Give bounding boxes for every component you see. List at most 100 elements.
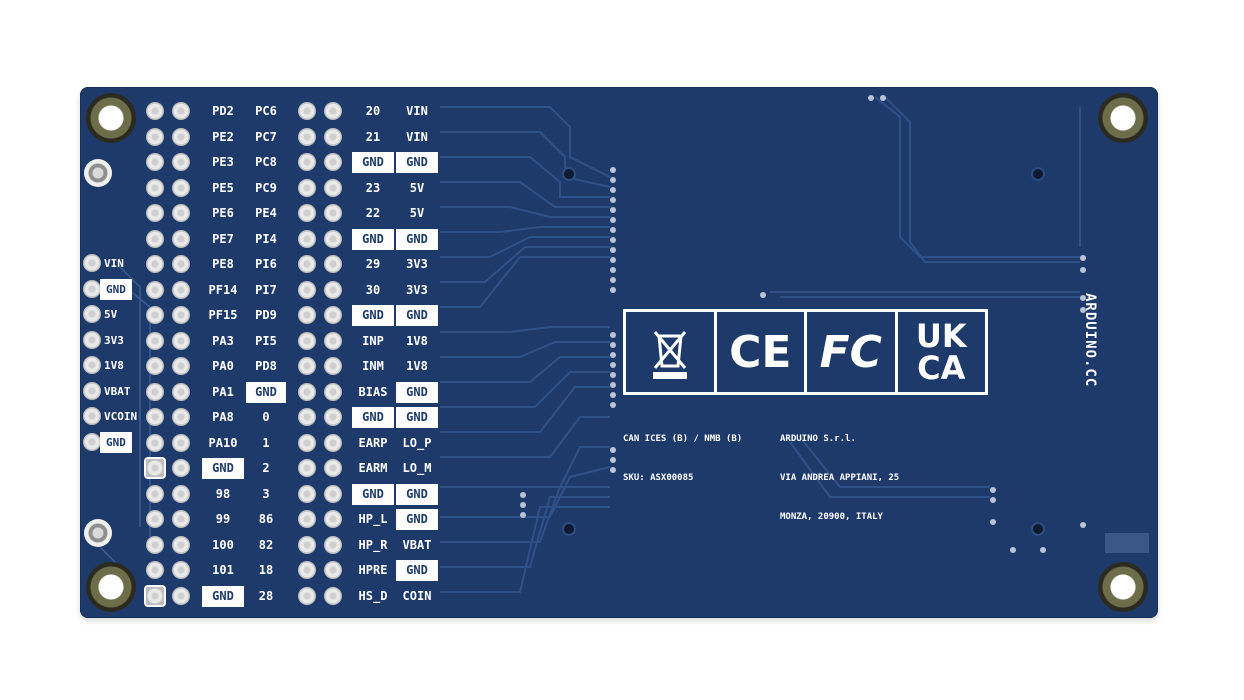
pin-label-b: PE4 — [255, 206, 277, 220]
pin-label-d: GND — [396, 152, 438, 173]
pin-label-a: GND — [202, 585, 244, 607]
pin-label-b: PC6 — [255, 104, 277, 118]
via — [610, 177, 616, 183]
pin-label-b: 3 — [262, 486, 270, 501]
header-pin — [146, 357, 164, 375]
via — [564, 524, 574, 534]
header-pin — [298, 408, 316, 426]
header-pin — [298, 510, 316, 528]
header-pin — [324, 127, 342, 146]
pin-label-a: GND — [202, 458, 244, 479]
via — [1080, 307, 1086, 313]
power-pin — [83, 279, 101, 298]
via — [610, 247, 616, 253]
pin-label-d: 1V8 — [406, 359, 428, 373]
pin-label-d: LO_P — [402, 435, 432, 450]
pin-label-b: PD8 — [255, 359, 277, 373]
via — [760, 292, 766, 298]
header-pin — [172, 331, 190, 350]
weee-bin-icon — [626, 312, 717, 392]
pin-label-b: 18 — [258, 563, 274, 577]
power-label: VCOIN — [104, 410, 138, 423]
power-label: 1V8 — [104, 359, 124, 372]
via — [610, 342, 616, 348]
header-pin — [146, 306, 164, 324]
ukca-top: UK — [915, 317, 967, 355]
via — [1080, 267, 1086, 273]
pin-label-d: GND — [396, 305, 438, 326]
via — [610, 382, 616, 388]
pin-label-b: PD9 — [255, 308, 277, 322]
pin-label-a: 99 — [215, 512, 231, 526]
power-pin — [83, 305, 101, 323]
pin-label-b: PC7 — [255, 129, 277, 144]
pin-label-c: GND — [352, 152, 394, 173]
header-pin — [324, 484, 342, 503]
header-pin — [146, 331, 164, 350]
fcc-mark: FC — [807, 312, 898, 392]
pin-label-a: PA0 — [212, 359, 234, 373]
via — [564, 169, 574, 179]
header-pin — [172, 280, 190, 299]
pin-label-a: PA10 — [208, 435, 238, 450]
header-pin — [298, 382, 316, 401]
header-pin — [324, 408, 342, 426]
pin-label-b: GND — [246, 381, 286, 403]
pin-label-d: VIN — [406, 129, 428, 144]
pin-label-b: PC8 — [255, 155, 277, 169]
power-label: GND — [100, 431, 132, 453]
header-pin — [172, 561, 190, 579]
header-pin — [172, 178, 190, 197]
via — [610, 457, 616, 463]
header-pin — [324, 357, 342, 375]
power-pin — [83, 330, 101, 349]
pin-label-d: GND — [396, 483, 438, 505]
header-pin — [172, 484, 190, 503]
header-pin — [298, 459, 316, 477]
header-pin — [172, 459, 190, 477]
via — [1080, 522, 1086, 528]
via — [1080, 255, 1086, 261]
header-pin — [172, 229, 190, 248]
pin-label-b: 1 — [262, 435, 270, 450]
via — [990, 519, 996, 525]
header-pin — [146, 535, 164, 554]
header-pin — [324, 382, 342, 401]
header-pin — [298, 153, 316, 171]
header-pin — [144, 584, 166, 607]
via — [610, 227, 616, 233]
power-label: VIN — [104, 257, 124, 270]
header-pin — [324, 459, 342, 477]
via — [610, 167, 616, 173]
header-pin — [324, 280, 342, 299]
via — [610, 217, 616, 223]
header-pin — [172, 204, 190, 222]
pin-label-b: PC9 — [255, 180, 277, 195]
mount-hole-br — [1098, 562, 1148, 612]
via — [610, 237, 616, 243]
pin-label-b: 82 — [258, 537, 274, 552]
via — [610, 392, 616, 398]
header-pin — [324, 102, 342, 120]
via — [610, 372, 616, 378]
header-pin — [172, 535, 190, 554]
header-pin — [324, 229, 342, 248]
header-pin — [298, 331, 316, 350]
header-pin — [298, 102, 316, 120]
pin-label-d: 3V3 — [406, 282, 428, 297]
pin-label-b: PI5 — [255, 333, 277, 348]
pin-label-c: GND — [352, 407, 394, 428]
cert-line: SKU: ASX00085 — [623, 473, 694, 483]
via — [520, 502, 526, 508]
via — [610, 277, 616, 283]
pin-label-c: 29 — [365, 257, 381, 271]
via — [610, 467, 616, 473]
pin-label-a: PF15 — [208, 308, 238, 322]
via — [610, 207, 616, 213]
via — [1080, 295, 1086, 301]
power-label: 3V3 — [104, 333, 124, 347]
mount-hole-tr — [1098, 93, 1148, 143]
pin-label-c: HS_D — [358, 588, 388, 603]
pin-label-b: 0 — [262, 410, 270, 424]
via — [610, 267, 616, 273]
